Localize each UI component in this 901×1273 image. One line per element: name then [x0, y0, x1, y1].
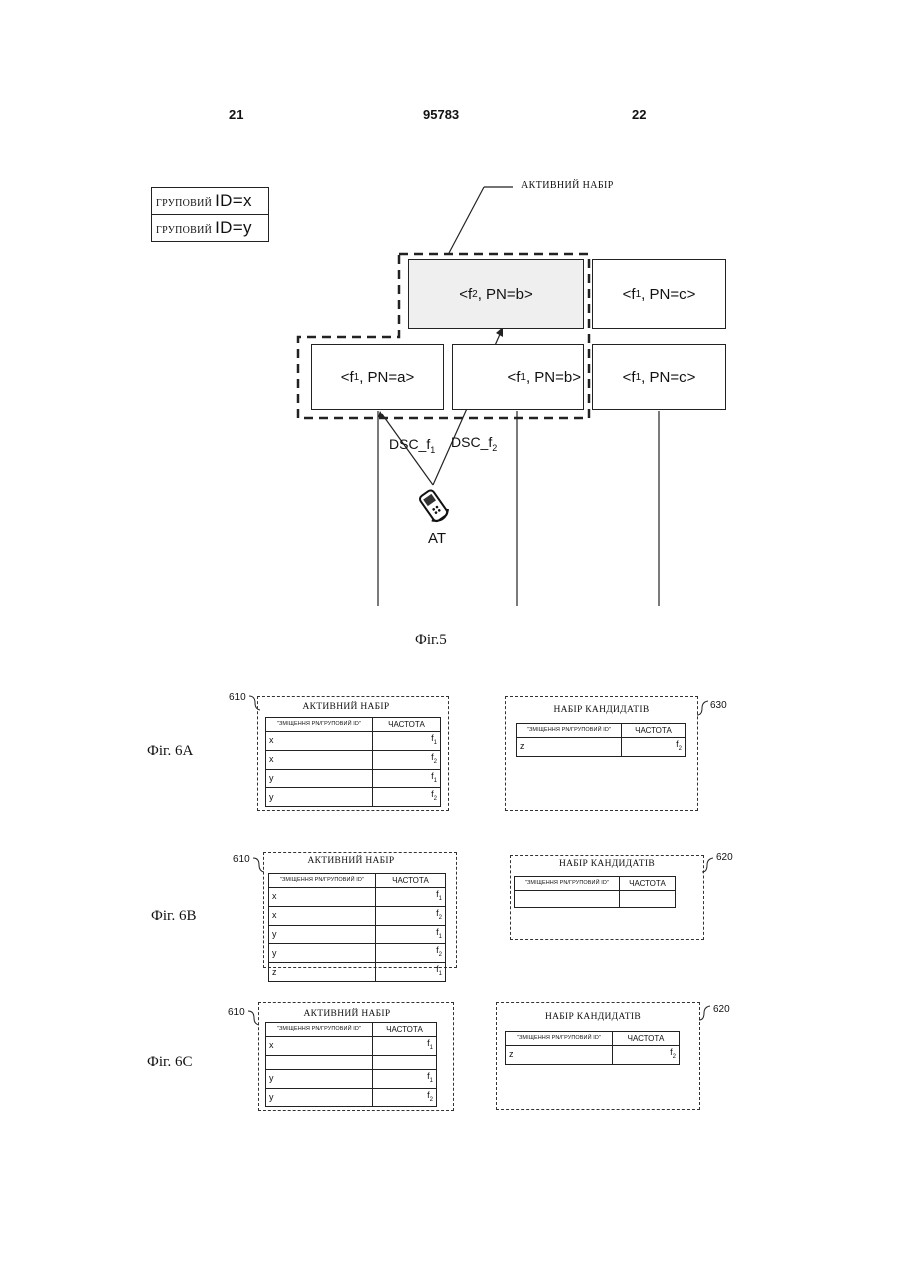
fig6b-active-title: АКТИВНИЙ НАБІР: [263, 856, 439, 866]
fig6c-active-ref: 610: [228, 1007, 245, 1018]
table-row: yf2: [266, 788, 441, 807]
fig6c-candidate-table: "ЗМІЩЕННЯ PN/ГРУПОВИЙ ID"ЧАСТОТА zf2: [505, 1031, 680, 1065]
col-offset-header: "ЗМІЩЕННЯ PN/ГРУПОВИЙ ID": [266, 1023, 373, 1037]
mobile-phone-icon: [414, 486, 456, 526]
table-row: zf2: [506, 1046, 680, 1065]
table-row: zf1: [269, 963, 446, 982]
cell-pn: , PN=c>: [641, 286, 695, 303]
fig6c-candidate-title: НАБІР КАНДИДАТІВ: [496, 1012, 690, 1022]
cell-f1-pn-c-top: <f1, PN=c>: [592, 259, 726, 329]
active-set-label: АКТИВНИЙ НАБІР: [521, 180, 614, 191]
terminal-label: AT: [428, 530, 446, 547]
fig6a-candidate-table: "ЗМІЩЕННЯ PN/ГРУПОВИЙ ID"ЧАСТОТА zf2: [516, 723, 686, 757]
col-freq-header: ЧАСТОТА: [373, 718, 441, 732]
fig6a-active-ref: 610: [229, 692, 246, 703]
fig6a-caption: Фіг. 6А: [147, 743, 193, 760]
fig6c-active-table: "ЗМІЩЕННЯ PN/ГРУПОВИЙ ID"ЧАСТОТА xf1 yf1…: [265, 1022, 437, 1107]
fig6a-active-title: АКТИВНИЙ НАБІР: [257, 702, 435, 712]
cell-pn: , PN=b>: [478, 286, 533, 303]
col-freq-header: ЧАСТОТА: [373, 1023, 437, 1037]
table-row: xf1: [266, 732, 441, 751]
fig6b-active-ref: 610: [233, 854, 250, 865]
col-freq-header: ЧАСТОТА: [620, 877, 676, 891]
table-row: xf2: [266, 750, 441, 769]
ref-leader: [697, 1004, 711, 1022]
fig6b-caption: Фіг. 6В: [151, 908, 196, 925]
fig6b-candidate-ref: 620: [716, 852, 733, 863]
col-offset-header: "ЗМІЩЕННЯ PN/ГРУПОВИЙ ID": [269, 874, 376, 888]
col-offset-header: "ЗМІЩЕННЯ PN/ГРУПОВИЙ ID": [266, 718, 373, 732]
cell-pn: , PN=a>: [359, 369, 414, 386]
col-freq-header: ЧАСТОТА: [622, 724, 686, 738]
fig6b-candidate-title: НАБІР КАНДИДАТІВ: [510, 859, 704, 869]
table-row: zf2: [517, 738, 686, 757]
table-row: xf1: [266, 1037, 437, 1056]
table-row: xf1: [269, 888, 446, 907]
table-row: yf2: [266, 1088, 437, 1107]
table-row: [266, 1055, 437, 1069]
table-row: xf2: [269, 906, 446, 925]
col-freq-header: ЧАСТОТА: [613, 1032, 680, 1046]
fig6b-candidate-table: "ЗМІЩЕННЯ PN/ГРУПОВИЙ ID"ЧАСТОТА: [514, 876, 676, 908]
fig6a-candidate-title: НАБІР КАНДИДАТІВ: [505, 705, 698, 715]
cell-pn: , PN=c>: [641, 369, 695, 386]
fig6a-candidate-ref: 630: [710, 700, 727, 711]
dsc-f1-label: DSC_f1: [389, 436, 435, 455]
active-set-leader-line: [449, 187, 484, 253]
cell-f1-pn-b: <f1, PN=b>: [452, 344, 584, 410]
fig6c-active-title: АКТИВНИЙ НАБІР: [258, 1009, 436, 1019]
fig6a-active-table: "ЗМІЩЕННЯ PN/ГРУПОВИЙ ID"ЧАСТОТА xf1 xf2…: [265, 717, 441, 807]
col-freq-header: ЧАСТОТА: [376, 874, 446, 888]
col-offset-header: "ЗМІЩЕННЯ PN/ГРУПОВИЙ ID": [517, 724, 622, 738]
col-offset-header: "ЗМІЩЕННЯ PN/ГРУПОВИЙ ID": [506, 1032, 613, 1046]
col-offset-header: "ЗМІЩЕННЯ PN/ГРУПОВИЙ ID": [515, 877, 620, 891]
fig6c-candidate-ref: 620: [713, 1004, 730, 1015]
table-row: yf1: [269, 925, 446, 944]
cell-f1-pn-c-bottom: <f1, PN=c>: [592, 344, 726, 410]
table-row: [515, 891, 676, 908]
table-row: yf1: [266, 769, 441, 788]
dsc-f2-label: DSC_f2: [451, 434, 497, 453]
cell-pn: , PN=b>: [526, 369, 581, 386]
cell-f1-pn-a: <f1, PN=a>: [311, 344, 444, 410]
table-row: yf1: [266, 1069, 437, 1088]
fig5-caption: Фіг.5: [415, 632, 447, 649]
fig6c-caption: Фіг. 6С: [147, 1054, 192, 1071]
fig6b-active-table: "ЗМІЩЕННЯ PN/ГРУПОВИЙ ID"ЧАСТОТА xf1 xf2…: [268, 873, 446, 982]
table-row: yf2: [269, 944, 446, 963]
cell-f2-pn-b: <f2, PN=b>: [408, 259, 584, 329]
